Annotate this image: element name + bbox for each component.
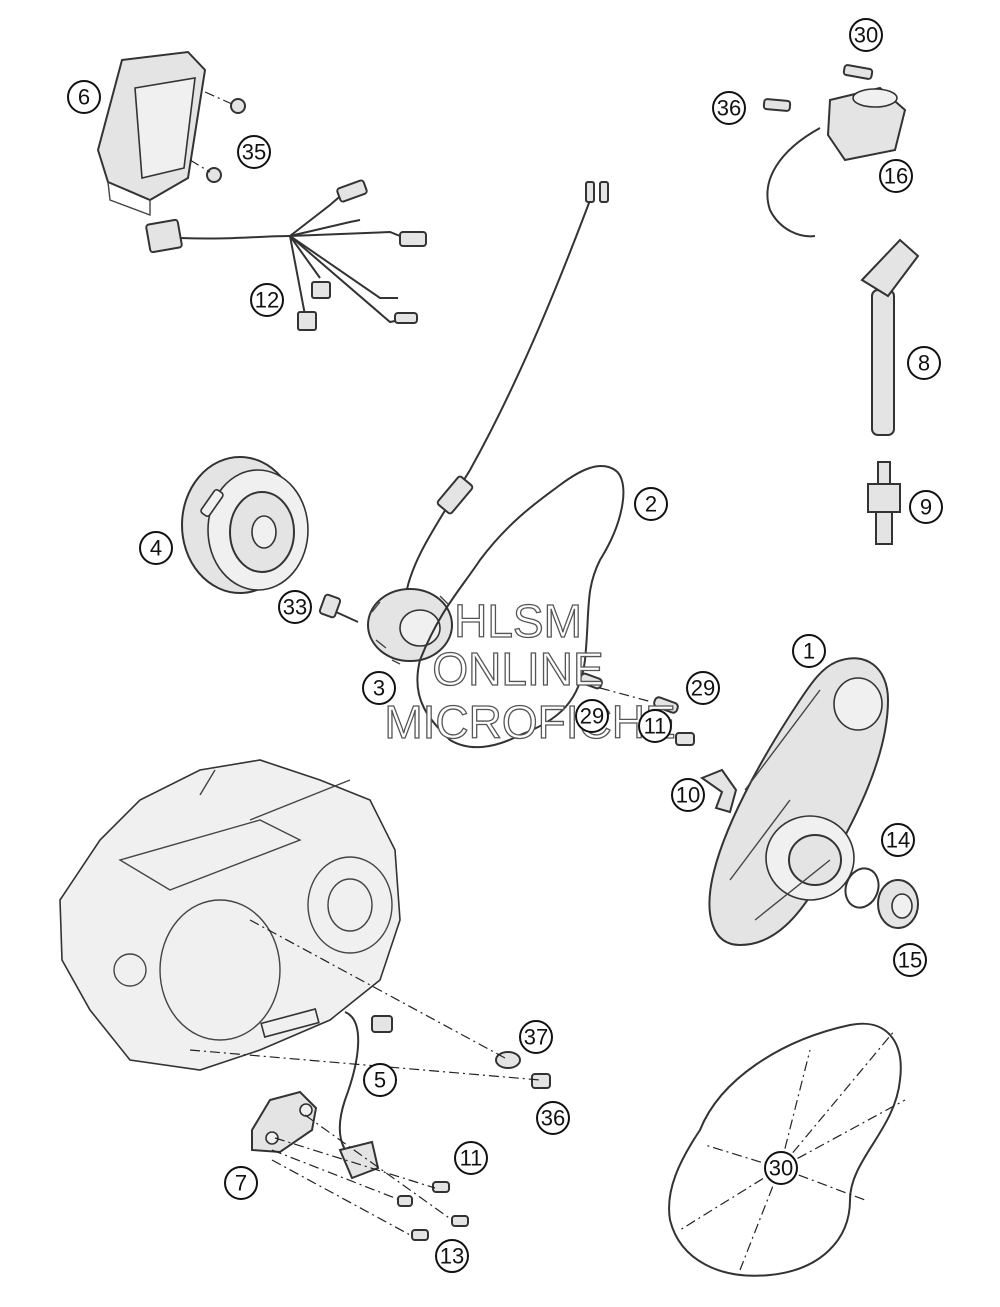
wiring-harness [145,179,427,331]
dowel-pin-a [579,672,603,690]
screw-11-upper [675,732,695,746]
callout-33: 33 [278,590,312,624]
assembly-lines [189,919,541,1237]
engine-crankcase [59,759,401,1071]
control-unit [96,50,207,217]
rotor-flywheel [181,456,309,594]
svg-text:15: 15 [898,948,922,973]
watermark-line-1: HLSM [454,595,582,647]
callout-12: 12 [250,283,284,317]
svg-text:16: 16 [884,164,908,189]
cable-bracket [699,768,738,814]
callout-1: 1 [792,634,826,668]
svg-text:33: 33 [283,595,307,620]
svg-text:9: 9 [920,495,932,520]
watermark-line-2: ONLINE [432,643,603,695]
callout-6: 6 [67,80,101,114]
svg-text:14: 14 [886,828,910,853]
ignition-cover-gasket [416,465,625,749]
screw-35-a [204,91,246,114]
svg-text:11: 11 [644,714,667,739]
callout-35: 35 [237,135,271,169]
svg-text:35: 35 [242,140,266,165]
callout-36-lower: 36 [536,1101,570,1135]
watermark: HLSM ONLINE MICROFICHE [384,594,677,748]
callout-4: 4 [139,531,173,565]
screw-plug [877,879,919,929]
callout-3: 3 [362,671,396,705]
svg-text:30: 30 [854,23,878,48]
callout-14: 14 [881,823,915,857]
callout-29-middle: 29 [575,699,609,733]
callout-13: 13 [435,1239,469,1273]
callout-5: 5 [363,1063,397,1097]
svg-text:2: 2 [645,492,657,517]
outer-cover-gasket [668,1022,906,1277]
callout-11-upper: 11 [638,709,672,743]
svg-text:11: 11 [460,1146,483,1171]
svg-text:30: 30 [769,1156,793,1181]
svg-text:37: 37 [524,1025,548,1050]
ignition-cover [708,657,890,947]
callout-9: 9 [909,490,943,524]
callout-2: 2 [634,487,668,521]
svg-text:36: 36 [541,1106,565,1131]
screw-35-b [189,159,222,183]
svg-text:5: 5 [374,1068,386,1093]
svg-text:36: 36 [717,96,741,121]
svg-text:3: 3 [373,676,385,701]
callout-29-right: 29 [686,671,720,705]
callout-16: 16 [879,159,913,193]
callout-7: 7 [224,1166,258,1200]
svg-text:6: 6 [78,85,90,110]
svg-text:1: 1 [803,639,815,664]
svg-text:29: 29 [691,676,715,701]
callout-10: 10 [671,778,705,812]
ignition-coil [762,64,907,238]
position-sensor [338,1011,393,1180]
screws-bottom [397,1181,469,1241]
svg-text:8: 8 [918,351,930,376]
screw-36-lower [531,1073,551,1089]
svg-text:7: 7 [235,1171,247,1196]
stator-with-cable [367,181,609,665]
callout-8: 8 [907,346,941,380]
svg-text:29: 29 [580,704,604,729]
callout-30-gasket: 30 [764,1151,798,1185]
o-ring [844,867,880,909]
sensor-bracket [251,1090,318,1154]
svg-text:10: 10 [676,783,700,808]
svg-text:4: 4 [150,536,162,561]
spark-plug-cap [860,238,920,436]
callout-11-lower: 11 [454,1141,488,1175]
dowel-pin-b [599,687,679,714]
callout-36-top: 36 [712,91,746,125]
callout-15: 15 [893,943,927,977]
stator-screw [318,593,359,623]
callout-30-top: 30 [849,18,883,52]
spark-plug [867,461,901,545]
svg-text:13: 13 [440,1244,464,1269]
watermark-line-3: MICROFICHE [384,696,675,748]
svg-text:12: 12 [255,288,279,313]
callout-37: 37 [519,1020,553,1054]
